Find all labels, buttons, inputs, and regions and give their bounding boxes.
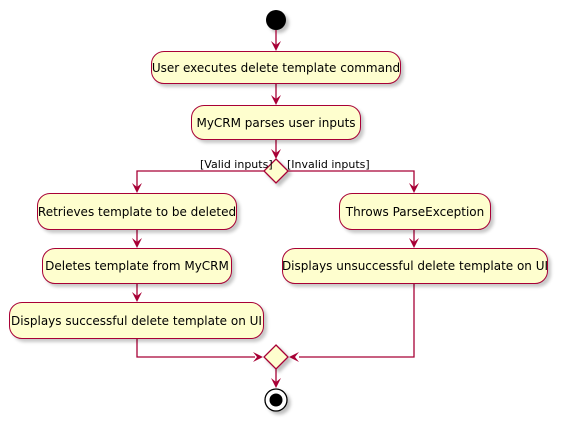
end-node bbox=[264, 388, 288, 412]
arrowhead bbox=[271, 149, 281, 159]
activity-throw-parse-exception: Throws ParseException bbox=[339, 193, 491, 230]
activity-display-success: Displays successful delete template on U… bbox=[9, 302, 264, 339]
merge-diamond bbox=[263, 344, 289, 370]
activity-parse-inputs: MyCRM parses user inputs bbox=[191, 105, 361, 140]
guard-valid-inputs: [Valid inputs] bbox=[200, 158, 273, 171]
activity-retrieve-template: Retrieves template to be deleted bbox=[37, 193, 237, 230]
arrowhead bbox=[132, 183, 142, 193]
arrowhead bbox=[289, 352, 299, 362]
guard-invalid-inputs: [Invalid inputs] bbox=[287, 158, 370, 171]
edge-decision-to-throws bbox=[288, 170, 415, 191]
arrowhead bbox=[409, 238, 419, 248]
arrowhead bbox=[271, 95, 281, 105]
activity-delete-template: Deletes template from MyCRM bbox=[42, 248, 232, 284]
start-node bbox=[266, 10, 286, 30]
edge-decision-to-retrieve bbox=[136, 170, 264, 191]
arrowhead bbox=[253, 352, 263, 362]
arrowhead bbox=[271, 41, 281, 51]
decision-diamond bbox=[263, 158, 289, 184]
arrowhead bbox=[132, 238, 142, 248]
activity-display-unsuccessful: Displays unsuccessful delete template on… bbox=[282, 248, 548, 284]
arrowhead bbox=[132, 292, 142, 302]
arrowhead bbox=[409, 183, 419, 193]
arrowhead bbox=[271, 378, 281, 388]
edge-unsuccessful-to-merge bbox=[299, 284, 415, 358]
edge-success-to-merge bbox=[136, 339, 255, 358]
activity-execute-command: User executes delete template command bbox=[151, 51, 401, 84]
